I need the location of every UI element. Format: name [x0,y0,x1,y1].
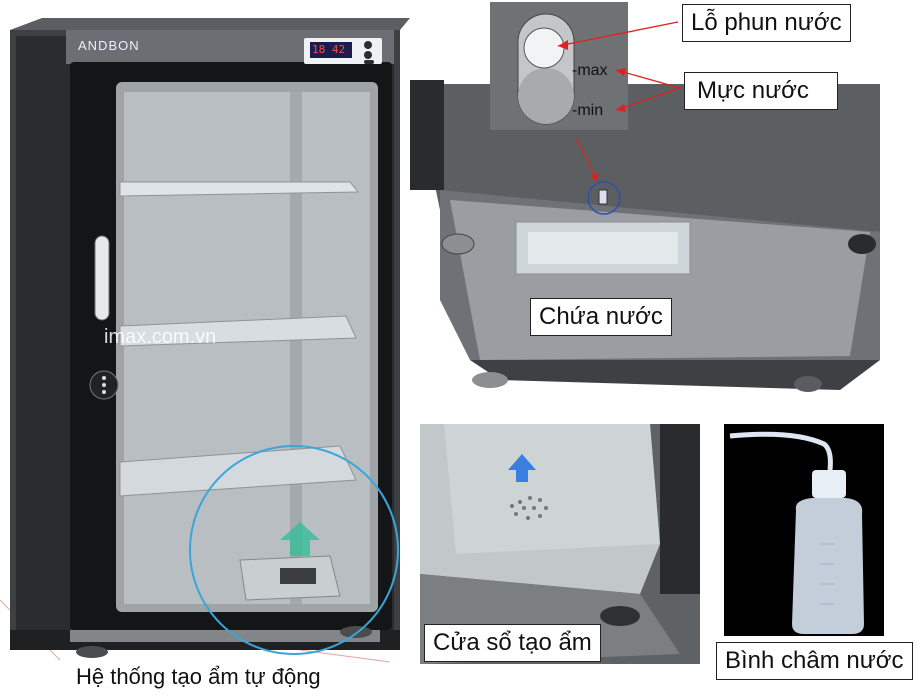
nozzle-label: Lỗ phun nước [682,4,851,42]
humidifier-window-label: Cửa sổ tạo ẩm [424,624,601,662]
humidity-display: 18 42 [312,43,346,56]
brand-logo: ANDBON [78,38,140,53]
cabinet-caption: Hệ thống tạo ẩm tự động [76,664,321,689]
tank-illustration [410,2,880,392]
wash-bottle-label: Bình châm nước [716,642,913,680]
cabinet-panel: ANDBON 18 42 imax.com.vn Hệ thống tạo ẩm… [0,0,410,693]
tank-panel: -max -min Lỗ phun nước Mực nước Chứa nướ… [410,0,921,415]
wash-bottle-illustration [724,424,884,636]
cabinet-illustration [0,18,410,663]
bottle-panel [724,424,884,636]
water-level-label: Mực nước [684,72,838,110]
nozzle-circle [587,181,621,215]
max-mark: -max [572,62,608,79]
humidifier-window-panel: Cửa sổ tạo ẩm [420,424,700,664]
min-mark: -min [572,102,604,119]
watermark: imax.com.vn [104,326,217,348]
humidifier-highlight-circle [189,445,399,655]
water-tank-label: Chứa nước [530,298,672,336]
